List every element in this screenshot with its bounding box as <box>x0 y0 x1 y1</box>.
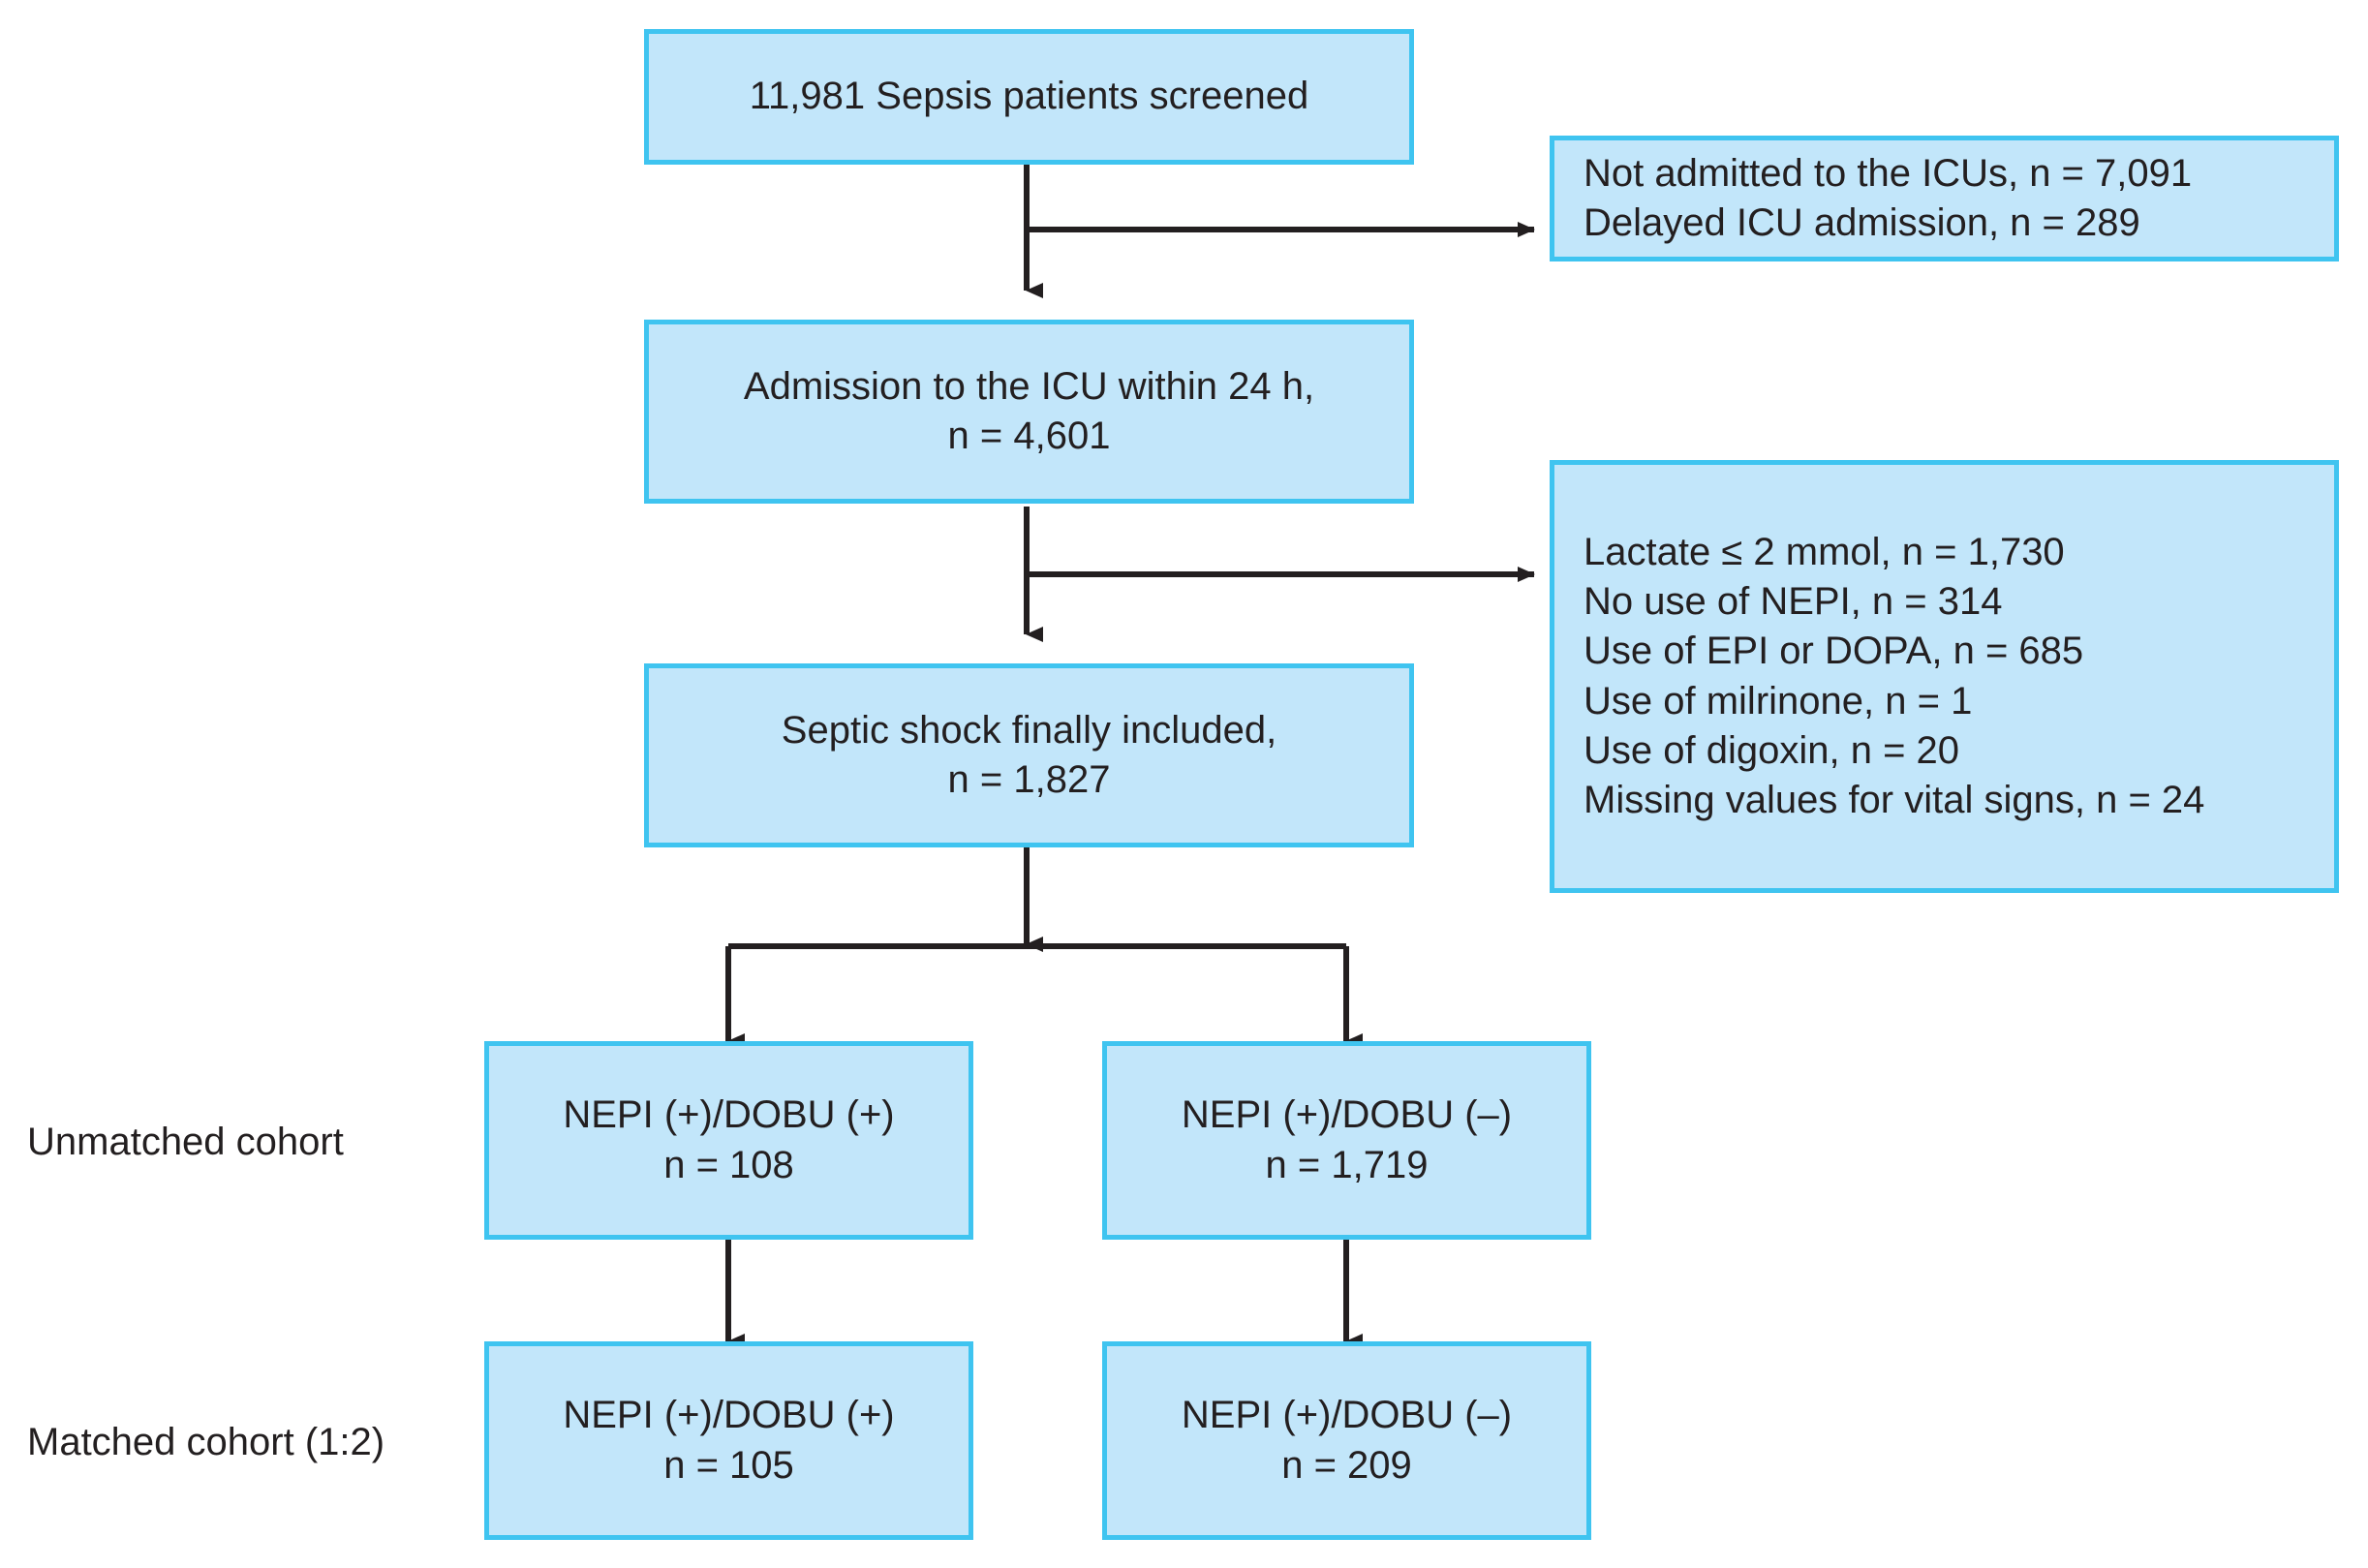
box-unmatched-dobu-negative-line-1: NEPI (+)/DOBU (–) <box>1181 1093 1513 1137</box>
box-excluded-2-line-3: Use of EPI or DOPA, n = 685 <box>1584 630 2084 673</box>
box-excluded-2-line-2: No use of NEPI, n = 314 <box>1584 580 2003 624</box>
box-septic-shock-included: Septic shock finally included, n = 1,827 <box>644 663 1414 847</box>
box-matched-dobu-negative-line-1: NEPI (+)/DOBU (–) <box>1181 1394 1513 1437</box>
box-excluded-2-line-5: Use of digoxin, n = 20 <box>1584 728 1960 772</box>
box-icu-admission: Admission to the ICU within 24 h, n = 4,… <box>644 320 1414 504</box>
box-excluded-1-line-1: Not admitted to the ICUs, n = 7,091 <box>1584 151 2193 195</box>
box-matched-dobu-negative-line-2: n = 209 <box>1281 1443 1412 1487</box>
box-excluded-criteria: Lactate ≤ 2 mmol, n = 1,730 No use of NE… <box>1550 460 2339 893</box>
box-excluded-2-line-6: Missing values for vital signs, n = 24 <box>1584 778 2205 821</box>
box-excluded-not-admitted: Not admitted to the ICUs, n = 7,091 Dela… <box>1550 136 2339 261</box>
label-unmatched-cohort: Unmatched cohort <box>27 1121 344 1163</box>
box-unmatched-dobu-negative-line-2: n = 1,719 <box>1265 1143 1429 1186</box>
box-matched-dobu-positive-line-1: NEPI (+)/DOBU (+) <box>563 1394 895 1437</box>
box-matched-dobu-negative: NEPI (+)/DOBU (–) n = 209 <box>1102 1341 1591 1540</box>
box-excluded-2-line-1: Lactate ≤ 2 mmol, n = 1,730 <box>1584 530 2065 573</box>
box-screened: 11,981 Sepsis patients screened <box>644 29 1414 165</box>
label-matched-cohort: Matched cohort (1:2) <box>27 1421 385 1463</box>
box-icu-admission-line-1: Admission to the ICU within 24 h, <box>743 364 1315 408</box>
box-excluded-2-line-4: Use of milrinone, n = 1 <box>1584 679 1973 723</box>
box-excluded-1-line-2: Delayed ICU admission, n = 289 <box>1584 201 2140 244</box>
box-unmatched-dobu-positive-line-1: NEPI (+)/DOBU (+) <box>563 1093 895 1137</box>
box-septic-shock-line-2: n = 1,827 <box>947 758 1111 801</box>
box-unmatched-dobu-negative: NEPI (+)/DOBU (–) n = 1,719 <box>1102 1041 1591 1240</box>
box-unmatched-dobu-positive-line-2: n = 108 <box>663 1143 794 1186</box>
box-matched-dobu-positive-line-2: n = 105 <box>663 1443 794 1487</box>
box-matched-dobu-positive: NEPI (+)/DOBU (+) n = 105 <box>484 1341 973 1540</box>
box-screened-line-1: 11,981 Sepsis patients screened <box>749 75 1309 118</box>
box-icu-admission-line-2: n = 4,601 <box>947 415 1111 457</box>
box-septic-shock-line-1: Septic shock finally included, <box>781 708 1277 752</box>
box-unmatched-dobu-positive: NEPI (+)/DOBU (+) n = 108 <box>484 1041 973 1240</box>
